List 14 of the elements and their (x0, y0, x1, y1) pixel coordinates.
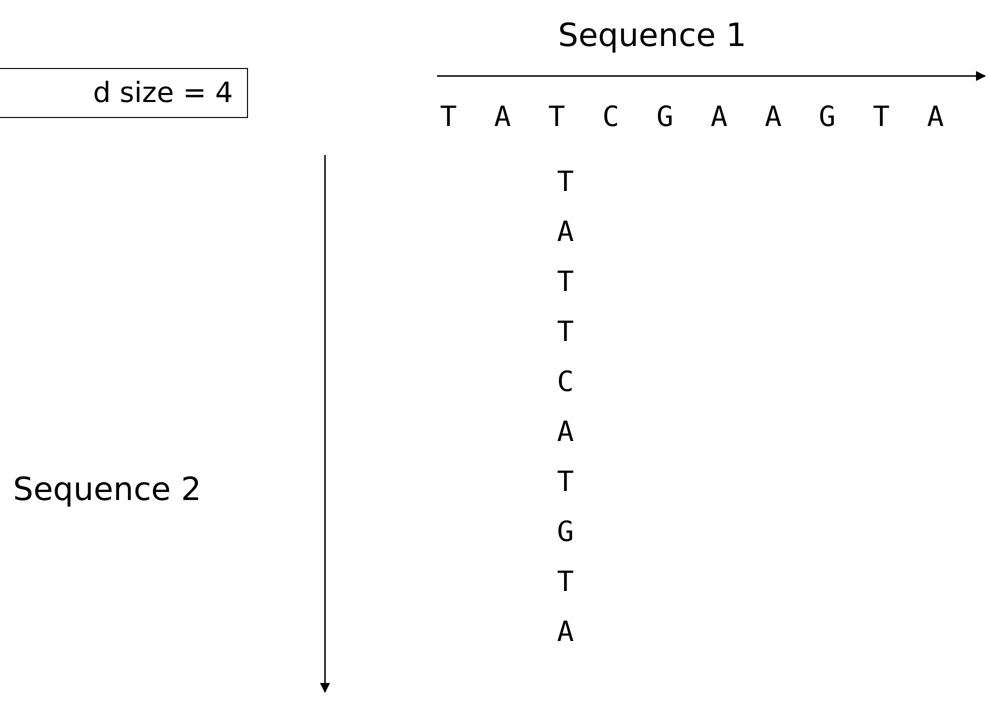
sequence-letter: T (557, 165, 574, 198)
axis-title: Sequence 2 (13, 470, 202, 508)
sequence-letter: C (557, 365, 574, 398)
axis-title: Sequence 1 (558, 16, 746, 54)
sequence-letter: T (557, 565, 574, 598)
sequence-letter: G (557, 515, 574, 548)
sequence-letter: T (557, 315, 574, 348)
sequence-text: T A T C G A A G T A (440, 100, 954, 133)
sequence-letter: A (557, 615, 574, 648)
sequence-letter: A (557, 415, 574, 448)
parameter-box: d size = 4 (0, 68, 248, 118)
sequence-letter: T (557, 265, 574, 298)
sequence-letter: T (557, 465, 574, 498)
sequence-letter: A (557, 215, 574, 248)
